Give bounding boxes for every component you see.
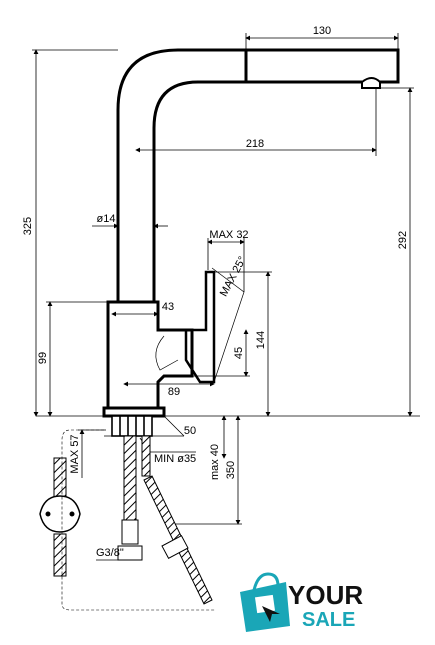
dim-218: 218	[246, 138, 264, 150]
dim-350: 350	[225, 461, 237, 479]
dimension-labels: 130 218 325 292 ø14 MAX 32 MAX 25° 43 14…	[22, 25, 409, 559]
dim-99: 99	[37, 352, 49, 364]
yoursale-logo: YOUR SALE	[240, 572, 363, 632]
dim-325: 325	[22, 217, 34, 235]
dim-max-40: max 40	[209, 444, 221, 480]
dim-43: 43	[162, 301, 174, 313]
dim-diameter-14: ø14	[97, 213, 116, 225]
faucet-body	[102, 300, 194, 418]
dim-45: 45	[233, 347, 245, 359]
dimension-lines	[32, 33, 414, 561]
dim-130: 130	[313, 25, 331, 37]
dim-g38-thread: G3/8"	[96, 547, 124, 559]
logo-word-your: YOUR	[288, 580, 363, 610]
logo-word-sale: SALE	[302, 609, 355, 631]
dim-292: 292	[397, 231, 409, 249]
dim-max-32: MAX 32	[209, 229, 248, 241]
dim-min-35: MIN ø35	[154, 453, 196, 465]
supply-hoses	[117, 435, 213, 605]
spout-aerator	[361, 77, 381, 89]
dim-144: 144	[255, 331, 267, 349]
faucet-spout	[116, 48, 400, 302]
shopping-bag-cursor-icon	[240, 572, 290, 632]
mounting-shank	[111, 415, 153, 437]
faucet-lever	[184, 270, 216, 384]
hose-hidden-outline	[61, 429, 216, 611]
left-hose-assembly	[39, 457, 81, 577]
dim-max-57: MAX 57	[69, 434, 81, 473]
dim-89: 89	[168, 386, 180, 398]
dim-50: 50	[184, 425, 196, 437]
